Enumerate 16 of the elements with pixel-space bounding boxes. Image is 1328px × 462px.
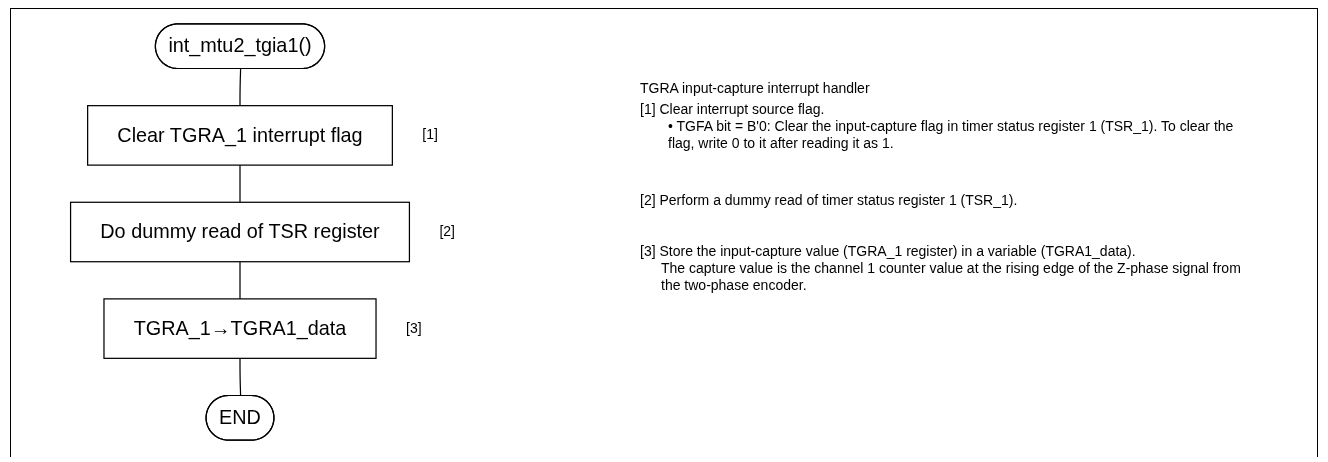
connector: [239, 164, 241, 203]
note-text: The capture value is the channel 1 counter value at the rising edge of the Z-phase signal from the two-phase encoder.: [661, 260, 1242, 294]
note-text: [2] Perform a dummy read of timer status register 1 (TSR_1).: [640, 192, 1019, 209]
step-number: [3]: [406, 319, 422, 336]
note-text: • TGFA bit = B'0: Clear the input-capture flag in timer status register 1 (TSR_1). To clear the flag, write 0 to it after reading it as 1.: [668, 118, 1235, 152]
connector: [239, 261, 241, 300]
step-number: [1]: [422, 126, 438, 143]
node-box: Do dummy read of TSR register: [69, 201, 411, 263]
connector: [239, 357, 242, 397]
node-box: Clear TGRA_1 interrupt flag: [87, 105, 393, 166]
note-heading: TGRA input-capture interrupt handler: [640, 80, 871, 97]
note-text: [3] Store the input-capture value (TGRA_1 register) in a variable (TGRA1_data).: [640, 243, 1137, 260]
connector: [239, 68, 242, 107]
step-number: [2]: [439, 223, 455, 239]
note-text: [1] Clear interrupt source flag.: [640, 101, 826, 118]
node-box: TGRA_1→TGRA1_data: [103, 298, 377, 359]
